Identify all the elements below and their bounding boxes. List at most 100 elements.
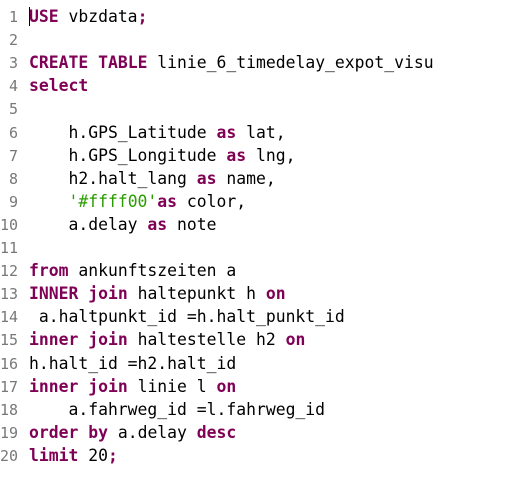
line-number: 10 (0, 215, 19, 234)
code-line[interactable]: 10 a.delay as note (0, 214, 521, 236)
line-number: 13 (0, 285, 19, 304)
code-line[interactable]: 19 order by a.delay desc (0, 422, 521, 444)
sql-keyword: USE (29, 7, 59, 26)
line-number: 1 (8, 8, 18, 26)
code-line[interactable]: 17 inner join linie l on (0, 376, 521, 398)
sql-keyword: CREATE (29, 53, 89, 73)
code-text (29, 192, 68, 211)
line-number: 19 (0, 423, 19, 442)
code-line[interactable]: 7 h.GPS_Longitude as lng, (0, 145, 521, 167)
line-code: select (29, 75, 88, 97)
code-text: 20 (78, 445, 108, 465)
code-line[interactable]: 2 (0, 29, 521, 51)
line-number: 14 (0, 308, 19, 327)
code-text (78, 330, 88, 349)
code-text: a.haltpunkt_id =h.halt_punkt_id (29, 307, 345, 327)
sql-keyword: ; (137, 7, 148, 26)
sql-keyword: join (88, 284, 128, 304)
code-text: h.GPS_Longitude (29, 145, 227, 165)
code-text: lat, (236, 122, 286, 142)
sql-keyword: INNER (29, 284, 79, 304)
line-code: inner join linie l on (29, 376, 236, 398)
code-text: haltestelle h2 (127, 330, 286, 350)
line-number: 16 (0, 354, 19, 373)
sql-keyword: desc (196, 422, 237, 442)
code-line[interactable]: 5 (0, 98, 521, 120)
line-number: 3 (8, 54, 18, 73)
code-line[interactable]: 15 inner join haltestelle h2 on (0, 329, 521, 351)
string-literal: '#ffff00' (68, 191, 158, 211)
line-code: USE vbzdata; (29, 6, 147, 28)
sql-keyword: by (88, 422, 108, 442)
code-line[interactable]: 13 INNER join haltepunkt h on (0, 283, 521, 305)
code-text: h.GPS_Latitude (29, 122, 217, 142)
line-code: '#ffff00'as color, (29, 191, 246, 213)
line-code: inner join haltestelle h2 on (29, 329, 305, 351)
code-line[interactable]: 1 USE vbzdata; (0, 6, 521, 28)
code-text: h.halt_id =h2.halt_id (29, 353, 237, 373)
sql-keyword: TABLE (98, 53, 148, 73)
line-code: a.haltpunkt_id =h.halt_punkt_id (29, 306, 345, 328)
code-text: vbzdata (58, 7, 138, 26)
code-line[interactable]: 8 h2.halt_lang as name, (0, 168, 521, 190)
line-number: 2 (8, 31, 18, 50)
line-number: 12 (0, 262, 19, 281)
code-text: haltepunkt h (127, 284, 266, 304)
code-line[interactable]: 14 a.haltpunkt_id =h.halt_punkt_id (0, 306, 521, 328)
code-text: note (167, 214, 217, 234)
line-number: 20 (0, 446, 19, 465)
sql-keyword: on (265, 284, 286, 304)
line-code: h.GPS_Latitude as lat, (29, 122, 286, 144)
sql-keyword: as (147, 214, 168, 234)
sql-keyword: select (29, 76, 89, 96)
code-text (78, 284, 88, 303)
code-text: lng, (246, 145, 296, 165)
code-line[interactable]: 12 from ankunftszeiten a (0, 260, 521, 282)
sql-keyword: on (216, 376, 237, 396)
line-code: limit 20; (29, 445, 118, 467)
code-line[interactable]: 4 select (0, 75, 521, 97)
line-code: a.delay as note (29, 214, 217, 236)
code-text: a.delay (29, 214, 148, 234)
code-text (78, 377, 88, 396)
code-line[interactable]: 3 CREATE TABLE linie_6_timedelay_expot_vi… (0, 52, 521, 74)
line-number: 4 (8, 77, 18, 96)
line-number-gutter (0, 0, 26, 487)
code-text (78, 423, 88, 442)
line-number: 9 (8, 192, 18, 211)
code-line[interactable]: 18 a.fahrweg_id =l.fahrweg_id (0, 399, 521, 421)
line-number: 17 (0, 377, 19, 396)
line-number: 15 (0, 331, 19, 350)
line-number: 11 (0, 239, 19, 257)
code-line[interactable]: 11 (0, 237, 521, 259)
code-text: linie l (127, 376, 217, 396)
line-code: h2.halt_lang as name, (29, 168, 276, 190)
line-number: 6 (8, 123, 18, 142)
code-text: name, (216, 168, 276, 188)
code-line[interactable]: 16 h.halt_id =h2.halt_id (0, 353, 521, 375)
line-number: 7 (8, 146, 18, 165)
line-code: from ankunftszeiten a (29, 260, 236, 282)
line-code: h.halt_id =h2.halt_id (29, 353, 236, 375)
sql-keyword: as (226, 145, 247, 165)
text-caret (29, 7, 30, 26)
code-text: h2.halt_lang (29, 168, 197, 188)
sql-keyword: from (29, 261, 69, 281)
sql-keyword: as (216, 122, 237, 142)
sql-keyword: on (285, 330, 306, 350)
sql-keyword: inner (29, 376, 79, 396)
line-number: 5 (8, 100, 18, 119)
code-text: a.delay (107, 422, 197, 442)
sql-keyword: order (29, 422, 79, 442)
code-line[interactable]: 6 h.GPS_Latitude as lat, (0, 122, 521, 144)
sql-keyword: as (196, 168, 217, 188)
line-code: INNER join haltepunkt h on (29, 283, 286, 305)
line-number: 8 (8, 169, 18, 188)
line-code: h.GPS_Longitude as lng, (29, 145, 295, 167)
line-code: CREATE TABLE linie_6_timedelay_expot_vis… (29, 52, 434, 74)
sql-keyword: join (88, 376, 128, 396)
code-line[interactable]: 9 '#ffff00'as color, (0, 191, 521, 213)
code-text (88, 53, 98, 72)
